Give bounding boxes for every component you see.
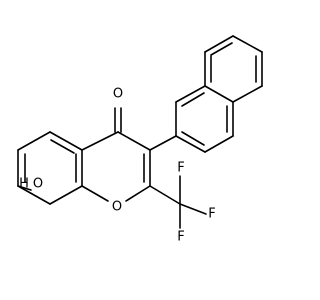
benzene-ring-left bbox=[17, 131, 83, 205]
bond bbox=[81, 185, 109, 202]
bond bbox=[210, 42, 233, 56]
hydroxyl-oxygen-label: O bbox=[33, 177, 43, 192]
pyranone-ring bbox=[81, 131, 151, 202]
bond bbox=[125, 185, 151, 202]
fluorine-top-label: F bbox=[177, 161, 184, 176]
bond bbox=[181, 131, 205, 146]
ring-oxygen-label: O bbox=[112, 200, 122, 215]
bond bbox=[117, 131, 151, 151]
carbonyl-group bbox=[114, 107, 122, 133]
bond bbox=[149, 135, 177, 151]
bond bbox=[204, 35, 234, 53]
trifluoromethyl-group bbox=[149, 175, 207, 229]
bond bbox=[49, 131, 83, 151]
hydroxyl-group bbox=[17, 185, 32, 191]
bond bbox=[175, 85, 206, 103]
bond bbox=[50, 139, 75, 154]
bond bbox=[81, 131, 119, 151]
bond bbox=[204, 135, 234, 153]
structure-canvas: O O O H F F F bbox=[17, 35, 263, 245]
bond bbox=[175, 135, 206, 153]
bond bbox=[179, 203, 207, 215]
bond bbox=[232, 85, 263, 103]
bond bbox=[181, 92, 205, 107]
bond bbox=[17, 131, 51, 151]
bond bbox=[49, 185, 83, 205]
phenyl-ring-middle bbox=[149, 85, 234, 153]
fluorine-right-label: F bbox=[208, 207, 215, 222]
bond bbox=[232, 35, 263, 53]
bond bbox=[17, 185, 51, 205]
molecule-diagram: O O O H F F F bbox=[17, 35, 263, 245]
hydroxyl-hydrogen-label: H bbox=[19, 177, 29, 192]
bond bbox=[149, 185, 181, 205]
fluorine-bottom-label: F bbox=[177, 230, 184, 245]
bond bbox=[204, 85, 234, 103]
bond bbox=[17, 185, 32, 191]
carbonyl-oxygen-label: O bbox=[113, 87, 123, 102]
phenyl-ring-top bbox=[204, 35, 263, 103]
